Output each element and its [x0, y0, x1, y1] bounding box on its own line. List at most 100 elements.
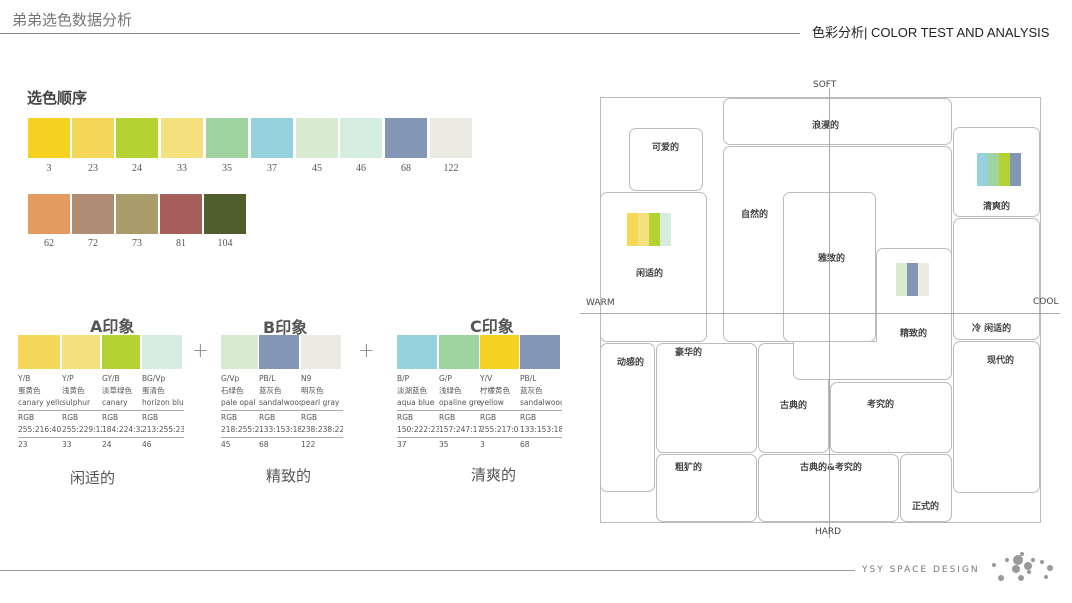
region-label: 闲适的 — [636, 269, 664, 279]
impression-title: B印象 — [263, 318, 308, 337]
map-region — [900, 454, 952, 522]
swatch-number: 35 — [222, 163, 232, 174]
footer-divider — [0, 570, 855, 571]
swatch-number: 81 — [176, 238, 186, 249]
impression-swatch — [62, 335, 100, 369]
color-name-cn: 淡湖蓝色 — [397, 386, 427, 395]
impression-swatch — [480, 335, 519, 369]
color-code: G/P — [439, 374, 452, 383]
color-number: 68 — [259, 440, 269, 449]
divider — [18, 437, 62, 438]
color-name-cn: 淡草绿色 — [102, 386, 132, 395]
color-name-cn: 柠檬黄色 — [480, 386, 510, 395]
rgb-label: RGB — [102, 413, 119, 422]
color-name-en: sandalwood — [520, 398, 562, 407]
color-code: Y/P — [62, 374, 74, 383]
rgb-label: RGB — [18, 413, 35, 422]
page-title: 弟弟选色数据分析 — [12, 11, 133, 29]
palette-strip — [627, 213, 638, 246]
divider — [142, 437, 184, 438]
rgb-label: RGB — [439, 413, 456, 422]
palette-strip — [638, 213, 649, 246]
color-name-en: canary — [102, 398, 128, 407]
section-title: 色彩分析| COLOR TEST AND ANALYSIS — [812, 25, 1050, 40]
region-label: 现代的 — [987, 356, 1015, 366]
divider — [301, 437, 343, 438]
impression-swatch — [259, 335, 299, 369]
impression-label: 闲适的 — [70, 469, 116, 487]
rgb-label: RGB — [259, 413, 276, 422]
color-name-cn: 蛋黄色 — [18, 386, 41, 395]
axis-label-hard: HARD — [815, 527, 842, 537]
swatch-number: 45 — [312, 163, 322, 174]
swatch-number: 24 — [132, 163, 142, 174]
divider — [480, 437, 521, 438]
logo-dot — [1013, 555, 1023, 565]
map-cover — [877, 340, 951, 344]
rgb-label: RGB — [397, 413, 414, 422]
logo-dot — [1044, 575, 1048, 579]
region-label: 雅致的 — [818, 254, 846, 264]
divider — [439, 437, 481, 438]
region-label: 古典的 — [780, 401, 808, 411]
impression-swatch — [520, 335, 560, 369]
color-number: 46 — [142, 440, 152, 449]
color-name-en: opaline green — [439, 398, 481, 407]
color-number: 24 — [102, 440, 112, 449]
logo-dot — [1005, 558, 1009, 562]
rgb-label: RGB — [221, 413, 238, 422]
rgb-value: 218:255:213 — [221, 425, 260, 434]
color-swatch — [160, 194, 202, 234]
divider — [62, 410, 102, 411]
color-code: GY/B — [102, 374, 120, 383]
impression-label: 清爽的 — [471, 466, 517, 484]
swatch-number: 122 — [443, 163, 459, 174]
horizontal-axis — [580, 313, 1060, 314]
palette-strip — [1010, 153, 1021, 186]
map-region — [758, 454, 899, 522]
logo-dot — [1020, 552, 1024, 556]
impression-swatch — [102, 335, 140, 369]
logo-dot — [1047, 565, 1053, 571]
swatch-number: 3 — [46, 163, 52, 174]
divider — [397, 410, 439, 411]
color-code: PB/L — [259, 374, 276, 383]
color-swatch — [72, 118, 114, 158]
color-name-en: sandalwood — [259, 398, 301, 407]
divider — [102, 410, 142, 411]
color-name-cn: 蓝灰色 — [259, 386, 282, 395]
divider — [102, 437, 142, 438]
region-label: 动感的 — [617, 358, 645, 368]
region-label: 考究的 — [867, 400, 895, 410]
impression-swatch — [221, 335, 258, 369]
map-region — [953, 341, 1040, 493]
impression-label: 精致的 — [266, 467, 312, 485]
color-swatch — [72, 194, 114, 234]
color-name-en: canary yellow — [18, 398, 62, 407]
logo-dot — [1018, 575, 1024, 581]
region-label: 豪华的 — [675, 348, 703, 358]
swatch-number: 104 — [217, 238, 233, 249]
swatch-number: 73 — [132, 238, 142, 249]
map-region — [656, 454, 757, 522]
color-swatch — [161, 118, 203, 158]
region-label: 可爱的 — [652, 143, 680, 153]
divider — [259, 437, 301, 438]
map-region-jingzhi-lower — [793, 342, 952, 380]
divider — [520, 410, 562, 411]
rgb-value: 157:247:173 — [439, 425, 481, 434]
region-label: 浪漫的 — [812, 121, 840, 131]
rgb-value: 150:222:233 — [397, 425, 439, 434]
region-label: 清爽的 — [983, 202, 1011, 212]
logo-dot — [1012, 565, 1020, 573]
rgb-value: 133:153:186 — [520, 425, 562, 434]
color-code: PB/L — [520, 374, 537, 383]
region-label: 精致的 — [900, 329, 928, 339]
palette-strip — [999, 153, 1010, 186]
rgb-label: RGB — [480, 413, 497, 422]
